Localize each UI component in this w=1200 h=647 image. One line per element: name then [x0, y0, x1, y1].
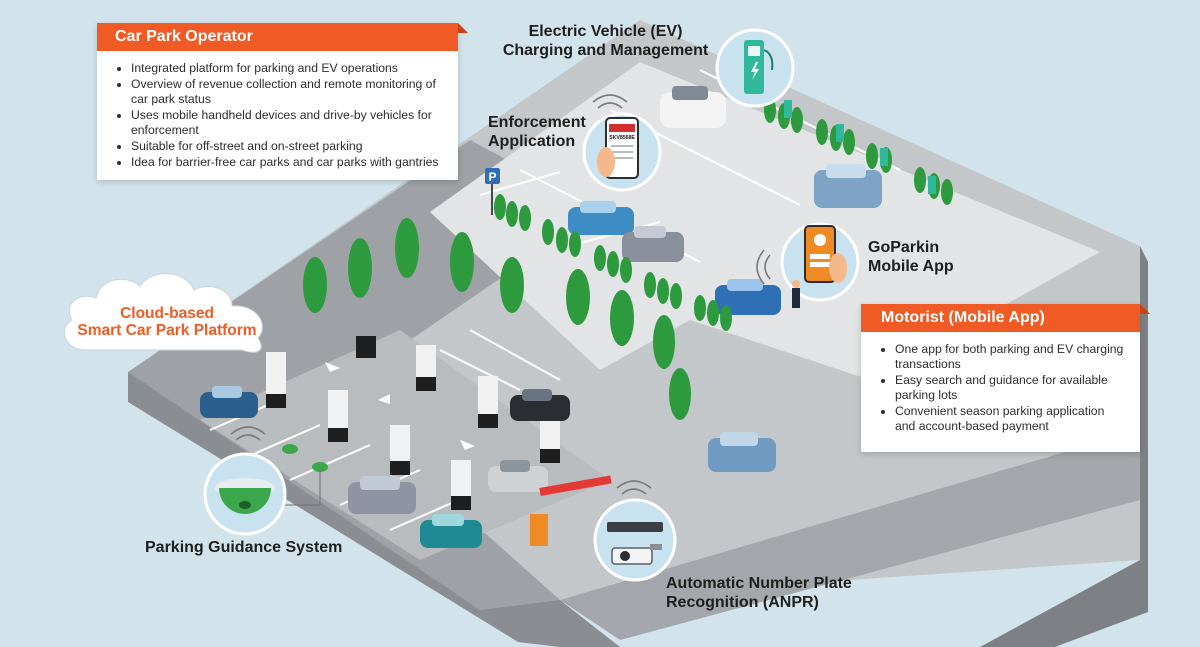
operator-bullet: Idea for barrier-free car parks and car … [131, 155, 442, 170]
anpr-camera-icon [593, 498, 677, 582]
motorist-card-title: Motorist (Mobile App) [881, 309, 1045, 326]
parking-guidance-label: Parking Guidance System [145, 539, 343, 556]
direction-arrows [325, 362, 475, 450]
motorist-mobile-app-card: Motorist (Mobile App) One app for both p… [861, 304, 1150, 452]
enforcement-label-line-1: Enforcement [488, 114, 586, 131]
operator-bullet: Suitable for off-street and on-street pa… [131, 139, 442, 154]
wifi-signals [230, 94, 771, 495]
cloud-line-1: Cloud-based [120, 305, 214, 322]
car [510, 389, 570, 421]
pillars [266, 336, 560, 510]
operator-bullet: Integrated platform for parking and EV o… [131, 61, 442, 76]
header-fold-decoration [1140, 304, 1150, 314]
motorist-bullet: Convenient season parking application an… [895, 404, 1128, 434]
car [715, 279, 781, 315]
anpr-label-line-2: Recognition (ANPR) [666, 594, 819, 611]
car [622, 226, 684, 262]
goparkin-phone-icon [780, 222, 860, 308]
goparkin-label-line-1: GoParkin [868, 239, 940, 256]
car [420, 514, 482, 548]
parking-sign-letter: P [488, 170, 496, 184]
car-park-operator-card: Car Park Operator Integrated platform fo… [97, 23, 468, 183]
cloud-platform-label: Cloud-based Smart Car Park Platform [56, 305, 278, 339]
road-right [560, 430, 1140, 640]
pgs-sensors [282, 444, 328, 472]
cars [200, 86, 882, 548]
trees [303, 97, 953, 420]
car [814, 164, 882, 208]
platform-side-right [980, 246, 1148, 647]
ev-charging-icon [715, 28, 795, 108]
ev-label-line-2: Charging and Management [502, 42, 709, 59]
pgs-sensor-icon [203, 452, 287, 536]
operator-card-title: Car Park Operator [115, 28, 253, 45]
enforcement-label-line-2: Application [488, 133, 576, 150]
cloud-shape [63, 273, 263, 353]
car [708, 432, 776, 472]
operator-bullet: Uses mobile handheld devices and drive-b… [131, 108, 442, 138]
parking-sign: P [485, 168, 500, 215]
operator-bullet-list: Integrated platform for parking and EV o… [97, 51, 458, 183]
ev-label-line-1: Electric Vehicle (EV) [528, 23, 683, 40]
operator-card-header: Car Park Operator [97, 23, 468, 51]
enforcement-app-label: Enforcement Application [488, 113, 586, 151]
anpr-label: Automatic Number Plate Recognition (ANPR… [666, 574, 852, 612]
ev-charging-label: Electric Vehicle (EV) Charging and Manag… [493, 22, 718, 60]
motorist-bullet: Easy search and guidance for available p… [895, 373, 1128, 403]
phone-plate-number: SKV8568E [609, 135, 635, 141]
car [200, 386, 258, 418]
anpr-label-line-1: Automatic Number Plate [666, 575, 852, 592]
goparkin-label-line-2: Mobile App [868, 258, 954, 275]
motorist-bullet: One app for both parking and EV charging… [895, 342, 1128, 372]
car [568, 201, 634, 235]
header-fold-decoration [458, 23, 468, 33]
motorist-card-header: Motorist (Mobile App) [861, 304, 1150, 332]
car [348, 476, 416, 514]
ev-chargers [784, 100, 936, 194]
cloud-line-2: Smart Car Park Platform [77, 322, 257, 339]
goparkin-app-label: GoParkin Mobile App [868, 238, 954, 276]
enforcement-phone-icon: SKV8568E [582, 112, 662, 192]
motorist-bullet-list: One app for both parking and EV charging… [861, 332, 1140, 445]
barrier-gate [530, 475, 612, 546]
car [488, 460, 548, 492]
car [660, 86, 726, 128]
operator-bullet: Overview of revenue collection and remot… [131, 77, 442, 107]
